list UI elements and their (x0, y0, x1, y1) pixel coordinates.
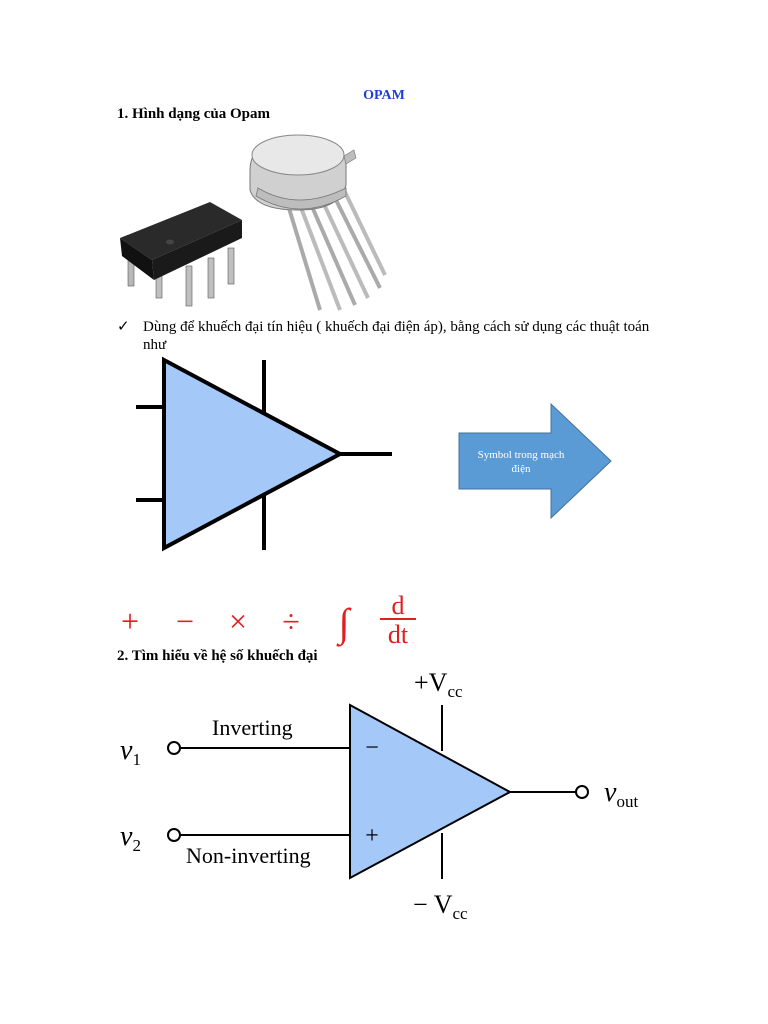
opamp-triangle-detailed (349, 703, 513, 880)
vcc-pos-label: +Vcc (414, 668, 463, 701)
v1-terminal (167, 741, 181, 755)
vout-label: vout (604, 777, 638, 811)
opamp-gain-circuit: +Vcc − Vcc v1 v2 vout Inverting Non-inve… (120, 668, 638, 923)
checkmark-icon: ✓ (117, 319, 130, 335)
plus-operator: + (121, 603, 139, 639)
v1-label: v1 (120, 735, 141, 769)
opamp-triangle (162, 356, 345, 552)
inverting-label: Inverting (212, 715, 293, 740)
noninverting-label: Non-inverting (186, 843, 311, 868)
multiply-operator: × (229, 603, 247, 639)
minus-operator: − (176, 603, 194, 639)
v2-terminal (167, 828, 181, 842)
divide-operator: ÷ (282, 603, 300, 639)
derivative-numerator: d (392, 591, 405, 620)
arrow-label-line-2: điện (512, 463, 531, 475)
symbol-arrow-shape (458, 402, 612, 520)
metal-can-image (249, 134, 387, 311)
v2-label: v2 (120, 821, 141, 855)
dip-chip-image (120, 202, 242, 307)
integral-operator: ∫ (336, 600, 353, 647)
vout-terminal (575, 785, 589, 799)
section-2-heading: 2. Tìm hiểu về hệ số khuếch đại (117, 648, 318, 664)
bullet-text: Dùng để khuếch đại tín hiệu ( khuếch đại… (143, 319, 650, 353)
section-1-heading: 1. Hình dạng của Opam (117, 106, 270, 122)
document-title: OPAM (363, 88, 405, 103)
math-operators-row: + − × ÷ ∫ d dt (121, 591, 416, 648)
opamp-symbol-diagram: Symbol trong mạch điện (136, 356, 612, 552)
minus-input-sign: − (365, 735, 379, 761)
opamp-packages-illustration (120, 134, 387, 311)
plus-input-sign: + (365, 823, 379, 849)
arrow-label-line-1: Symbol trong mạch (478, 449, 565, 461)
derivative-denominator: dt (388, 620, 409, 648)
vcc-neg-label: − Vcc (413, 890, 468, 923)
